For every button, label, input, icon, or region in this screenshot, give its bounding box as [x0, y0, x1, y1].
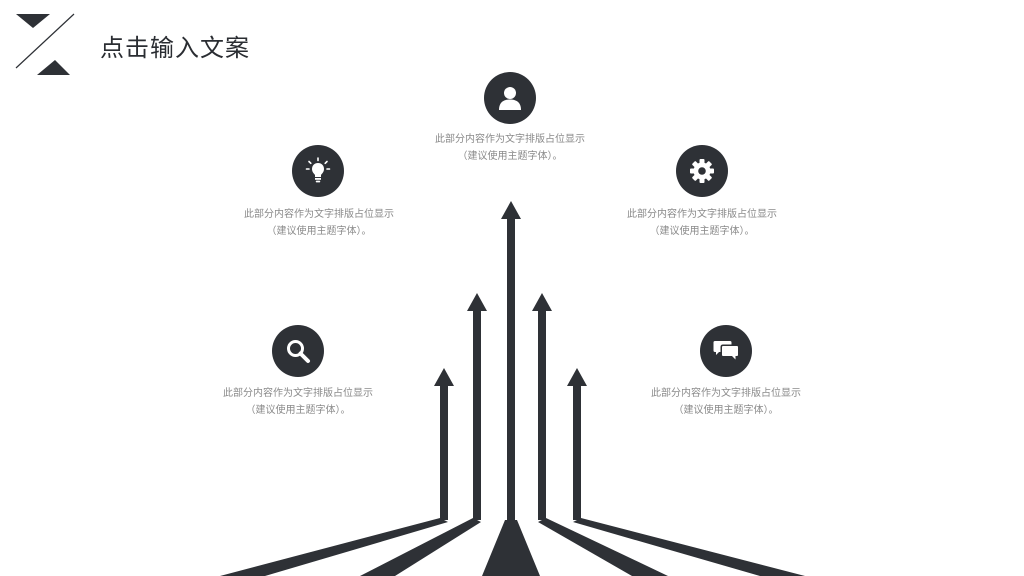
- user-icon: [499, 87, 521, 110]
- text-line: （建议使用主题字体）。: [649, 226, 755, 237]
- gear-icon: [690, 159, 714, 183]
- text-block-lower-left: 此部分内容作为文字排版占位显示 （建议使用主题字体）。: [198, 385, 398, 419]
- text-block-top: 此部分内容作为文字排版占位显示 （建议使用主题字体）。: [410, 131, 610, 165]
- road-left-1: [360, 518, 481, 576]
- text-line: （建议使用主题字体）。: [245, 405, 351, 416]
- inner-left-arrow: [467, 293, 487, 520]
- lightbulb-icon: [305, 157, 331, 183]
- text-block-upper-right: 此部分内容作为文字排版占位显示 （建议使用主题字体）。: [602, 206, 802, 240]
- page-title: 点击输入文案: [100, 34, 250, 62]
- outer-right-arrow: [567, 368, 587, 520]
- road-left-2: [220, 518, 448, 576]
- search-icon: [287, 340, 310, 363]
- lightbulb-icon-circle: [292, 145, 344, 197]
- inner-right-arrow: [532, 293, 552, 520]
- chat-icon: [713, 341, 738, 360]
- text-line: 此部分内容作为文字排版占位显示: [627, 209, 777, 220]
- road-center: [482, 520, 540, 576]
- text-line: （建议使用主题字体）。: [673, 405, 779, 416]
- road-right-2: [573, 518, 805, 576]
- road-right-1: [538, 518, 668, 576]
- text-line: 此部分内容作为文字排版占位显示: [223, 388, 373, 399]
- text-line: （建议使用主题字体）。: [457, 151, 563, 162]
- text-line: 此部分内容作为文字排版占位显示: [244, 209, 394, 220]
- gear-icon-circle: [676, 145, 728, 197]
- outer-left-arrow: [434, 368, 454, 520]
- search-icon-circle: [272, 325, 324, 377]
- text-block-lower-right: 此部分内容作为文字排版占位显示 （建议使用主题字体）。: [626, 385, 826, 419]
- text-line: （建议使用主题字体）。: [266, 226, 372, 237]
- logo-mark: [15, 13, 75, 75]
- user-icon-circle: [484, 72, 536, 124]
- text-line: 此部分内容作为文字排版占位显示: [435, 134, 585, 145]
- center-arrow: [501, 201, 521, 520]
- text-line: 此部分内容作为文字排版占位显示: [651, 388, 801, 399]
- chat-icon-circle: [700, 325, 752, 377]
- text-block-upper-left: 此部分内容作为文字排版占位显示 （建议使用主题字体）。: [219, 206, 419, 240]
